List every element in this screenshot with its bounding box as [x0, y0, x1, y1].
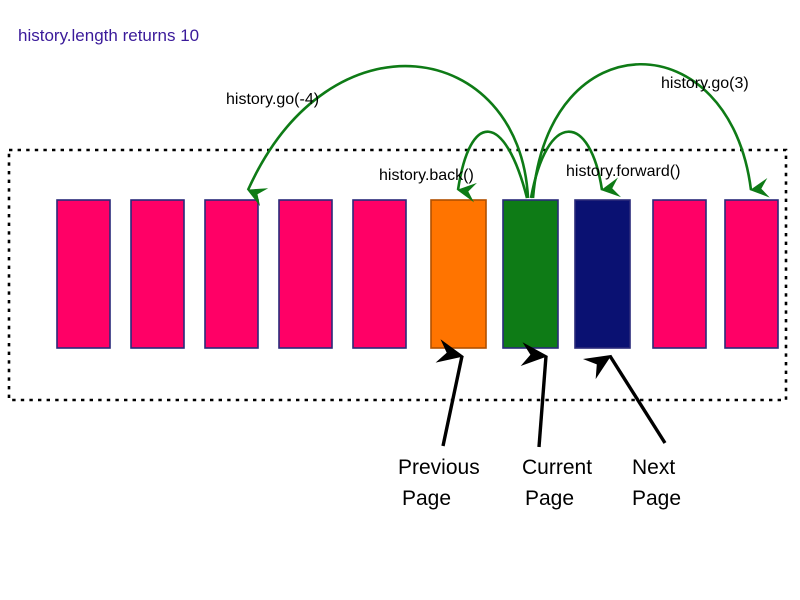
history-entry-3[interactable]	[278, 199, 333, 349]
previous-page-callout-arrow	[435, 339, 464, 447]
next-page-label-line2: Page	[632, 487, 681, 510]
next-page-callout-arrow	[582, 354, 667, 444]
history-entry-4[interactable]	[352, 199, 407, 349]
history-stack-container	[7, 148, 788, 402]
forward-label: history.forward()	[566, 163, 680, 180]
go-back-four-arrow	[246, 64, 530, 207]
history-entry-7-next-page[interactable]	[574, 199, 631, 349]
back-arrow	[456, 130, 529, 203]
previous-page-label-line2: Page	[402, 487, 451, 510]
next-page-label-line1: Next	[632, 456, 675, 479]
current-page-label-line1: Current	[522, 456, 592, 479]
page-title: history.length returns 10	[18, 26, 199, 45]
history-entry-1[interactable]	[130, 199, 185, 349]
history-entry-2[interactable]	[204, 199, 259, 349]
history-entry-8[interactable]	[652, 199, 707, 349]
go-forward-three-arrow	[531, 62, 770, 199]
history-entry-5-previous-page[interactable]	[430, 199, 487, 349]
history-entry-9[interactable]	[724, 199, 779, 349]
current-page-label-line2: Page	[525, 487, 574, 510]
history-entry-6-current-page[interactable]	[502, 199, 559, 349]
current-page-callout-arrow	[520, 342, 549, 448]
history-entry-0[interactable]	[56, 199, 111, 349]
go-back-four-label: history.go(-4)	[226, 91, 319, 108]
back-label: history.back()	[379, 167, 474, 184]
go-forward-three-label: history.go(3)	[661, 75, 749, 92]
previous-page-label-line1: Previous	[398, 456, 480, 479]
